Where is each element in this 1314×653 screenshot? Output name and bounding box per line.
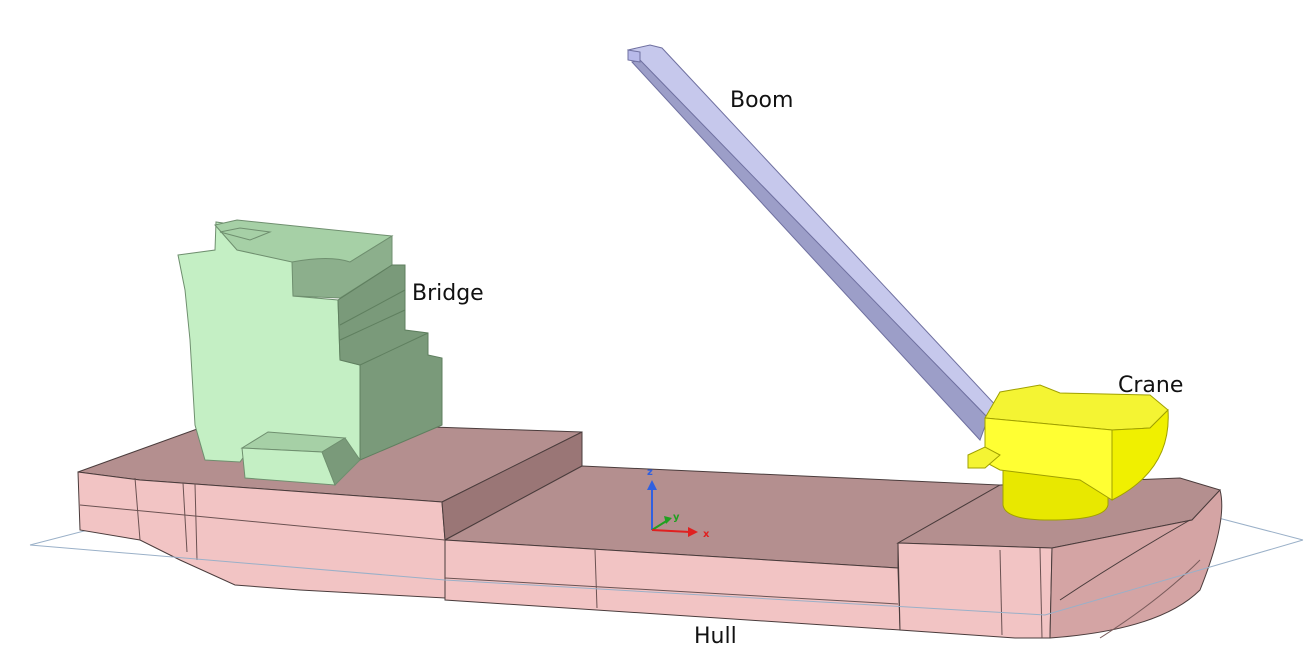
hull-bow-contour xyxy=(1059,519,1191,601)
axis-x-line xyxy=(651,529,691,533)
axis-z-label: z xyxy=(647,467,653,478)
axis-x-label: x xyxy=(703,529,710,540)
boom-top-face xyxy=(627,44,1001,419)
bridge-steps xyxy=(339,289,429,366)
label-boom: Boom xyxy=(730,88,793,113)
hull-bow-contour-2 xyxy=(1099,559,1201,639)
bridge-side-face xyxy=(337,264,443,461)
boom-tip xyxy=(627,49,641,63)
label-bridge: Bridge xyxy=(412,281,484,306)
axis-y-label: y xyxy=(673,512,680,523)
hull-bow-side xyxy=(897,542,1053,639)
crane-housing-side xyxy=(1111,408,1169,501)
axis-z-arrow xyxy=(647,480,657,490)
hull-seams xyxy=(79,477,1043,639)
bridge-lower-block-side xyxy=(321,437,361,486)
bridge xyxy=(177,219,443,486)
waterline-front xyxy=(29,539,1304,616)
boom xyxy=(627,44,1001,441)
bridge-roof-hatch xyxy=(219,227,272,241)
crane-pivot-bracket xyxy=(967,446,1001,469)
boom-side-face xyxy=(631,59,989,441)
axis-triad: z y x xyxy=(647,467,710,540)
label-crane: Crane xyxy=(1118,373,1183,398)
axis-x-arrow xyxy=(688,527,698,537)
crane xyxy=(967,384,1169,521)
label-hull: Hull xyxy=(694,624,737,649)
hull-aft-side xyxy=(77,471,446,599)
axis-y-line xyxy=(651,519,669,531)
axis-y-arrow xyxy=(664,516,672,524)
